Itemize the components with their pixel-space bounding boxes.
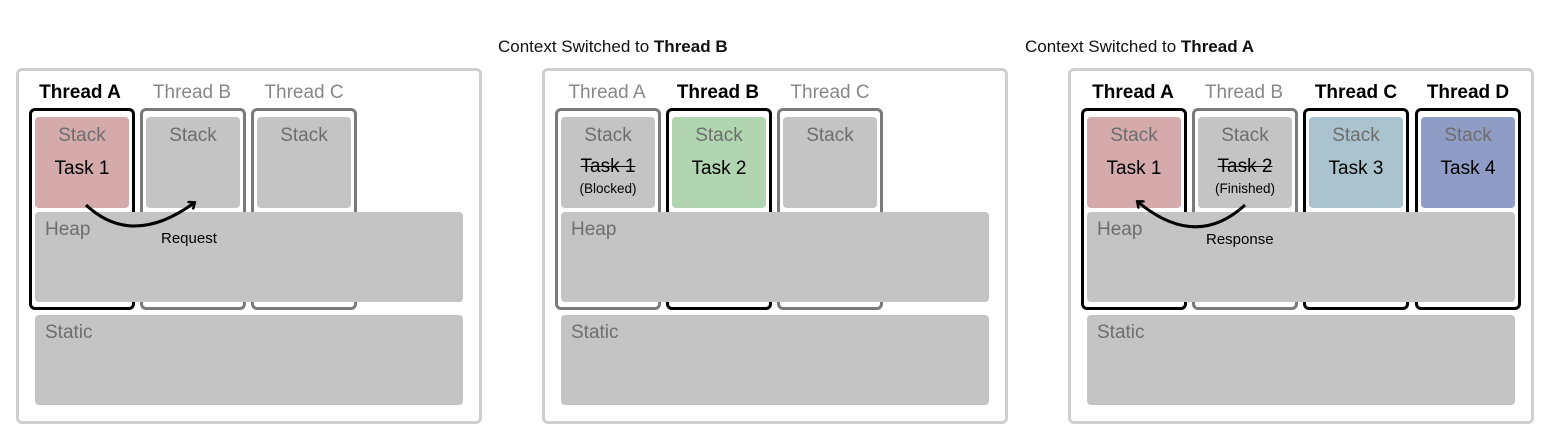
task-label: Task 1 [1106,158,1162,179]
heap-label: Heap [1097,219,1143,240]
stack-block: Stack Task 3 [1309,117,1403,208]
heap-label: Heap [45,219,91,240]
stack-label: Stack [584,125,632,146]
stack-label: Stack [1444,125,1492,146]
stack-label: Stack [1110,125,1158,146]
task-label-struck: Task 2 [1217,156,1273,177]
stack-label: Stack [1332,125,1380,146]
stack-label: Stack [695,125,743,146]
thread-label: Thread B [152,82,232,103]
static-block: Static [35,315,463,405]
thread-label: Thread C [1314,82,1398,103]
static-label: Static [1097,322,1145,343]
static-label: Static [571,322,619,343]
stack-block: Stack Task 2 (Finished) [1198,117,1292,208]
stack-block: Stack Task 1 [35,117,129,208]
stack-block: Stack Task 2 [672,117,766,208]
thread-label: Thread D [1426,82,1510,103]
static-block: Static [561,315,989,405]
stack-label: Stack [58,125,106,146]
title-panel-2: Context Switched to Thread B [498,37,728,56]
stack-label: Stack [1221,125,1269,146]
response-label: Response [1206,231,1274,248]
thread-column-a [1081,108,1187,310]
thread-column-b [1192,108,1298,310]
task-status: (Finished) [1214,181,1276,196]
heap-block: Heap [561,212,989,302]
thread-column-c [1303,108,1409,310]
thread-label: Thread B [676,82,760,103]
heap-label: Heap [571,219,617,240]
thread-label: Thread A [1092,82,1174,103]
thread-label: Thread C [790,82,870,103]
stack-block: Stack Task 1 (Blocked) [561,117,655,208]
task-label: Task 4 [1440,158,1496,179]
stack-block: Stack [257,117,351,208]
heap-block: Heap [1087,212,1515,302]
stack-label: Stack [806,125,854,146]
thread-column-a [555,108,661,310]
stack-block: Stack [783,117,877,208]
thread-column-c [251,108,357,310]
thread-column-b [140,108,246,310]
stack-block: Stack [146,117,240,208]
stack-label: Stack [169,125,217,146]
memory-panel-3 [1068,68,1534,424]
thread-column-a [29,108,135,310]
stack-block: Stack Task 4 [1421,117,1515,208]
stack-label: Stack [280,125,328,146]
thread-label: Thread B [1204,82,1284,103]
stack-block: Stack Task 1 [1087,117,1181,208]
response-arrow [1138,202,1247,229]
thread-label: Thread C [264,82,344,103]
static-label: Static [45,322,93,343]
task-label: Task 3 [1328,158,1384,179]
request-arrow [84,203,194,228]
task-label: Task 2 [691,158,747,179]
thread-label: Thread A [39,82,121,103]
thread-label: Thread A [568,82,646,103]
memory-panel-1 [16,68,482,424]
thread-column-b [666,108,772,310]
thread-column-c [777,108,883,310]
task-label-struck: Task 1 [580,156,636,177]
static-block: Static [1087,315,1515,405]
heap-block: Heap [35,212,463,302]
thread-column-d [1415,108,1521,310]
task-label: Task 1 [54,158,110,179]
request-label: Request [161,230,217,247]
task-status: (Blocked) [579,181,637,196]
title-panel-3: Context Switched to Thread A [1025,37,1254,56]
memory-panel-2 [542,68,1008,424]
